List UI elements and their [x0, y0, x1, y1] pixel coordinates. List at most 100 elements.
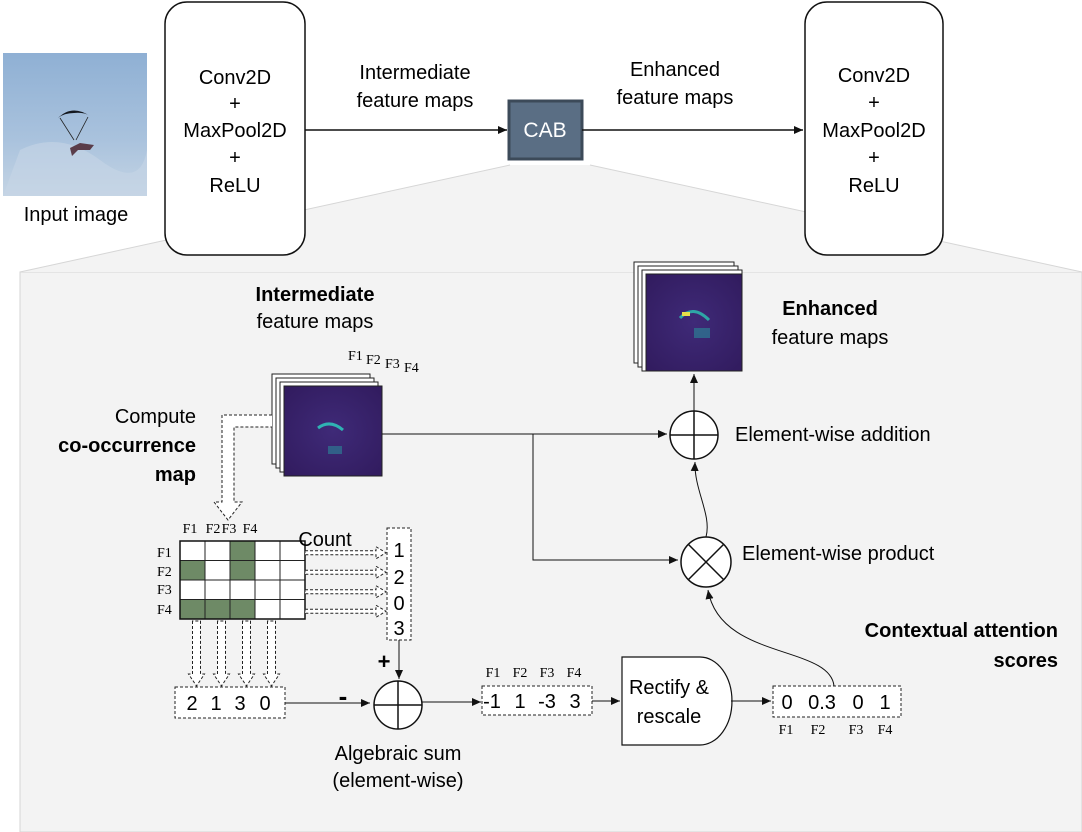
score-value-3: 0 [852, 692, 863, 714]
matrix-cell [229, 540, 256, 561]
rectify-rescale-block [621, 656, 733, 746]
diff-value-3: -3 [538, 691, 556, 713]
conv-block-1-line-4: + [229, 147, 241, 169]
cab-block-label: CAB [523, 119, 566, 142]
diff-label-f3: F3 [540, 666, 555, 681]
score-label-f1: F1 [779, 723, 794, 738]
score-value-1: 0 [781, 692, 792, 714]
stack-label-f1: F1 [348, 349, 363, 364]
col-count-2: 1 [210, 693, 221, 715]
sum-label-line-2: (element-wise) [332, 770, 463, 792]
matrix-col-f4: F4 [243, 522, 258, 537]
intermediate-label-line-1: Intermediate [359, 62, 470, 84]
matrix-col-f3: F3 [222, 522, 237, 537]
diff-value-2: 1 [514, 691, 525, 713]
input-image [3, 53, 147, 196]
row-count-1: 1 [393, 540, 404, 562]
enhanced-label-line-2: feature maps [617, 87, 734, 109]
product-to-addition-arrow [690, 461, 708, 538]
matrix-cell [254, 560, 281, 581]
scores-title-line-1: Contextual attention [865, 620, 1058, 642]
conv-block-1-line-3: MaxPool2D [183, 120, 286, 142]
scores-title-line-2: scores [994, 650, 1059, 672]
matrix-cell [279, 560, 306, 581]
column-count-box [174, 686, 286, 719]
row-count-2: 2 [393, 567, 404, 589]
element-wise-addition-operator [669, 410, 719, 460]
detail-intermediate-title-rest: feature maps [257, 311, 374, 333]
scores-to-product-arrow [705, 589, 835, 687]
matrix-cell [279, 579, 306, 600]
matrix-cell [204, 540, 231, 561]
row-count-arrow [304, 545, 387, 560]
col-count-3: 3 [234, 693, 245, 715]
matrix-col-f1: F1 [183, 522, 198, 537]
matrix-cell [229, 599, 256, 620]
conv-block-2-line-3: MaxPool2D [822, 120, 925, 142]
conv-block-1-line-1: Conv2D [199, 67, 271, 89]
input-image-label: Input image [24, 204, 129, 226]
cab-block [507, 99, 584, 161]
addition-label: Element-wise addition [735, 424, 931, 446]
row-count-arrows [304, 545, 387, 619]
matrix-cell [204, 599, 231, 620]
count-label: Count [298, 529, 352, 551]
co-occurrence-matrix [179, 540, 306, 620]
stack-label-f3: F3 [385, 357, 400, 372]
matrix-cell [254, 599, 281, 620]
row-count-3: 0 [393, 593, 404, 615]
enhanced-title-bold: Enhanced [782, 298, 878, 320]
matrix-cell [279, 599, 306, 620]
intermediate-label-line-2: feature maps [357, 90, 474, 112]
enhanced-feature-map-stack [633, 261, 743, 372]
matrix-cell [229, 560, 256, 581]
matrix-border [179, 540, 306, 620]
col-count-4: 0 [259, 693, 270, 715]
column-count-arrow [237, 620, 256, 687]
sum-label-line-1: Algebraic sum [335, 743, 462, 765]
score-label-f4: F4 [878, 723, 893, 738]
diff-label-f2: F2 [513, 666, 528, 681]
diff-value-4: 3 [569, 691, 580, 713]
matrix-cell [179, 599, 206, 620]
conv-block-2-line-5: ReLU [848, 175, 899, 197]
matrix-cell [229, 579, 256, 600]
conv-block-2 [804, 1, 944, 256]
conv-block-1 [164, 1, 306, 256]
column-count-arrow [262, 620, 281, 687]
row-count-arrow [304, 584, 387, 599]
algebraic-sum-operator [373, 680, 423, 730]
conv-block-2-line-4: + [868, 147, 880, 169]
col-count-1: 2 [186, 693, 197, 715]
conv-block-2-line-2: + [868, 92, 880, 114]
score-label-f2: F2 [811, 723, 826, 738]
matrix-row-f1: F1 [157, 546, 172, 561]
compute-label-line-2: co-occurrence [58, 435, 196, 457]
score-value-2: 0.3 [808, 692, 836, 714]
conv-block-2-line-1: Conv2D [838, 65, 910, 87]
row-count-box [386, 527, 412, 641]
plus-sign: + [378, 649, 391, 674]
matrix-row-f2: F2 [157, 565, 172, 580]
enhanced-title-rest: feature maps [772, 327, 889, 349]
detail-intermediate-title-bold: Intermediate [256, 284, 375, 306]
diff-label-f4: F4 [567, 666, 582, 681]
minus-sign: - [339, 681, 348, 711]
attention-score-box [772, 685, 902, 718]
stack-label-f2: F2 [366, 353, 381, 368]
matrix-row-f4: F4 [157, 603, 172, 618]
row-count-arrow [304, 565, 387, 580]
row-count-4: 3 [393, 618, 404, 640]
column-count-arrows [187, 620, 281, 687]
feature-to-product-arrow [532, 434, 678, 564]
stack-label-f4: F4 [404, 361, 419, 376]
matrix-col-f2: F2 [206, 522, 221, 537]
matrix-cell [179, 579, 206, 600]
matrix-cell [254, 579, 281, 600]
matrix-cell [204, 579, 231, 600]
matrix-row-f3: F3 [157, 583, 172, 598]
parachute-canopy [58, 110, 90, 118]
skydiver-figure [70, 143, 94, 156]
element-wise-product-operator [680, 536, 732, 588]
